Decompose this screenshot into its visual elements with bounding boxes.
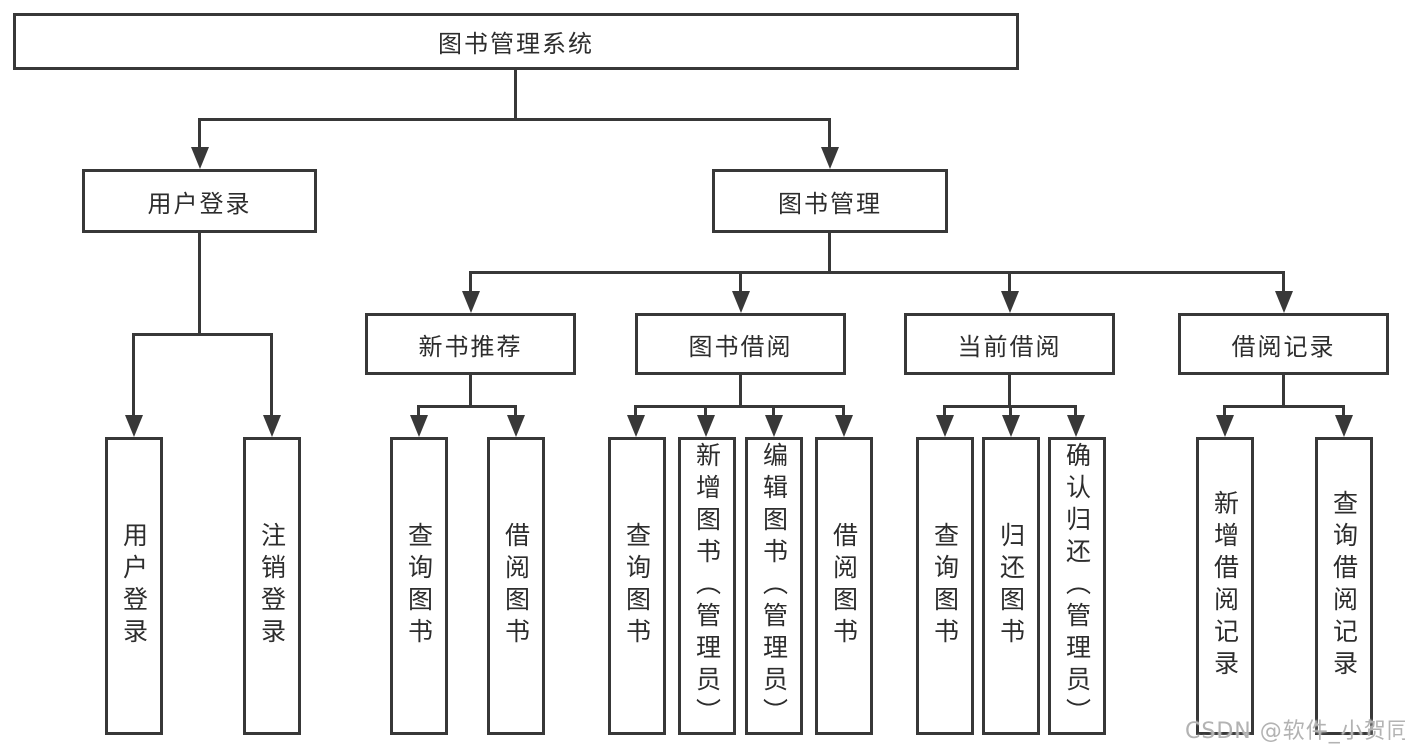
arrow-down-icon <box>125 415 143 437</box>
arrow-down-icon <box>1216 415 1234 437</box>
connector-vline <box>842 405 845 417</box>
connector-vline <box>1009 405 1012 417</box>
connector-vline <box>739 375 742 407</box>
arrow-down-icon <box>936 415 954 437</box>
arrow-down-icon <box>835 415 853 437</box>
leaf-label: 查询图书 <box>930 522 960 650</box>
connector-vline <box>469 375 472 407</box>
connector-vline <box>704 405 707 417</box>
leaf-label: 新增借阅记录 <box>1210 490 1240 682</box>
node-book-management: 图书管理 <box>712 169 948 233</box>
leaf-add-books-admin: 新增图书（管理员） <box>678 437 736 735</box>
leaf-query-books-current: 查询图书 <box>916 437 974 735</box>
arrow-down-icon <box>821 147 839 169</box>
arrow-down-icon <box>191 147 209 169</box>
connector-vline <box>739 271 742 293</box>
arrow-down-icon <box>1067 415 1085 437</box>
connector-vline <box>1008 271 1011 293</box>
node-book-borrow: 图书借阅 <box>635 313 846 375</box>
leaf-user-login: 用户登录 <box>105 437 163 735</box>
connector-vline <box>1282 375 1285 407</box>
connector-vline <box>828 118 831 152</box>
connector-vline <box>943 405 946 417</box>
node-user-login: 用户登录 <box>82 169 317 233</box>
leaf-label: 编辑图书（管理员） <box>759 442 789 730</box>
connector-vline <box>1342 405 1345 417</box>
leaf-add-borrow-record: 新增借阅记录 <box>1196 437 1254 735</box>
arrow-down-icon <box>410 415 428 437</box>
leaf-borrow-books-recommend: 借阅图书 <box>487 437 545 735</box>
leaf-label: 用户登录 <box>119 522 149 650</box>
leaf-label: 注销登录 <box>257 522 287 650</box>
arrow-down-icon <box>462 291 480 313</box>
leaf-label: 新增图书（管理员） <box>692 442 722 730</box>
leaf-label: 查询借阅记录 <box>1329 490 1359 682</box>
arrow-down-icon <box>1001 291 1019 313</box>
connector-hline <box>132 333 273 336</box>
connector-vline <box>198 118 201 152</box>
connector-vline <box>1074 405 1077 417</box>
connector-hline <box>634 405 845 408</box>
leaf-query-books-borrow: 查询图书 <box>608 437 666 735</box>
csdn-watermark: CSDN @软件_小贺同学 <box>1185 719 1405 744</box>
leaf-label: 查询图书 <box>622 522 652 650</box>
arrow-down-icon <box>1275 291 1293 313</box>
connector-vline <box>417 405 420 417</box>
connector-vline <box>1282 271 1285 293</box>
arrow-down-icon <box>697 415 715 437</box>
connector-hline <box>198 118 831 121</box>
connector-vline <box>132 333 135 417</box>
connector-vline <box>514 70 517 121</box>
connector-hline <box>469 271 1285 274</box>
node-root: 图书管理系统 <box>13 13 1019 70</box>
arrow-down-icon <box>1002 415 1020 437</box>
leaf-label: 确认归还（管理员） <box>1062 442 1092 730</box>
arrow-down-icon <box>627 415 645 437</box>
connector-vline <box>828 233 831 273</box>
connector-vline <box>1223 405 1226 417</box>
leaf-logout: 注销登录 <box>243 437 301 735</box>
arrow-down-icon <box>1335 415 1353 437</box>
leaf-query-borrow-record: 查询借阅记录 <box>1315 437 1373 735</box>
connector-vline <box>634 405 637 417</box>
connector-hline <box>1223 405 1345 408</box>
node-current-borrow: 当前借阅 <box>904 313 1115 375</box>
arrow-down-icon <box>732 291 750 313</box>
leaf-label: 借阅图书 <box>829 522 859 650</box>
node-borrow-records: 借阅记录 <box>1178 313 1389 375</box>
connector-vline <box>469 271 472 293</box>
leaf-return-books: 归还图书 <box>982 437 1040 735</box>
leaf-edit-books-admin: 编辑图书（管理员） <box>745 437 803 735</box>
arrow-down-icon <box>507 415 525 437</box>
leaf-confirm-return-admin: 确认归还（管理员） <box>1048 437 1106 735</box>
connector-vline <box>772 405 775 417</box>
connector-vline <box>198 233 201 335</box>
leaf-label: 查询图书 <box>404 522 434 650</box>
connector-vline <box>514 405 517 417</box>
connector-vline <box>270 333 273 417</box>
leaf-label: 归还图书 <box>996 522 1026 650</box>
leaf-borrow-books: 借阅图书 <box>815 437 873 735</box>
connector-hline <box>417 405 517 408</box>
node-new-book-recommend: 新书推荐 <box>365 313 576 375</box>
arrow-down-icon <box>263 415 281 437</box>
leaf-label: 借阅图书 <box>501 522 531 650</box>
connector-vline <box>1008 375 1011 407</box>
leaf-query-books-recommend: 查询图书 <box>390 437 448 735</box>
arrow-down-icon <box>765 415 783 437</box>
